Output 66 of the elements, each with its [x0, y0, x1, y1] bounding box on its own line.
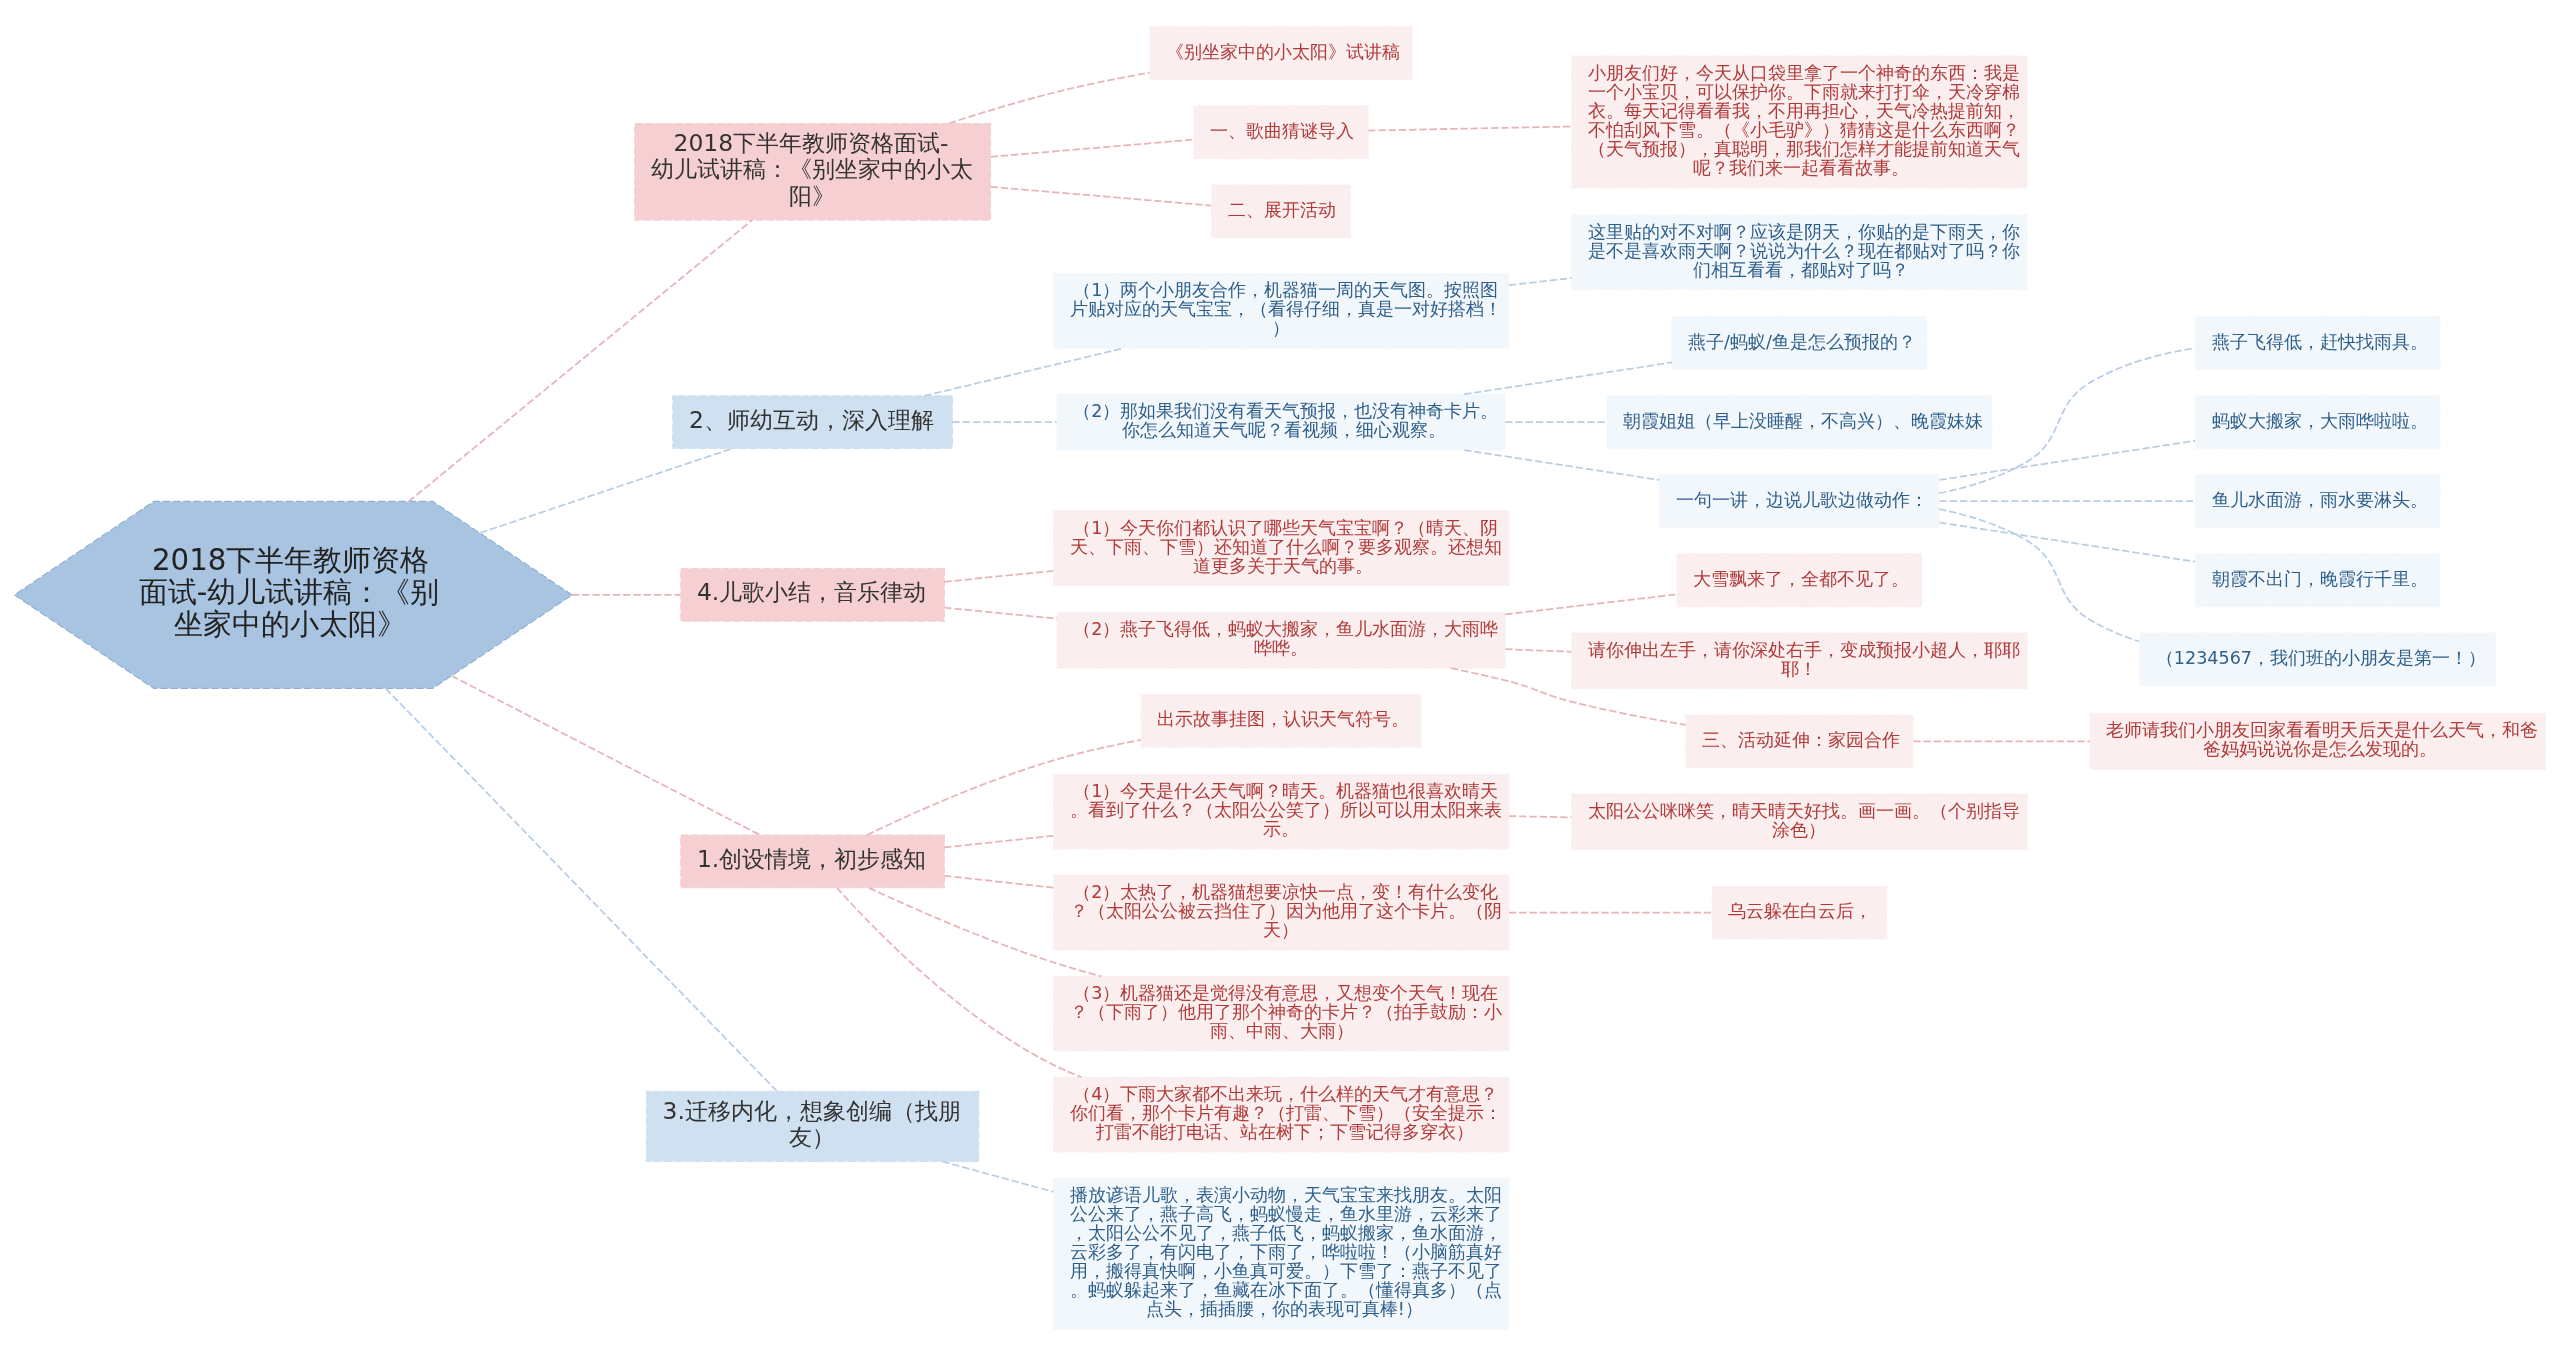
connector: [836, 886, 1083, 1078]
node-box: 这里贴的对不对啊？应该是阴天，你贴的是下雨天，你是不是喜欢雨天啊？说说为什么？现在都贴对了吗？你们相互看看，都贴对了吗？: [1571, 213, 2028, 290]
node-box: （4）下雨大家都不出来玩，什么样的天气才有意思？你们看，那个卡片有趣？（打雷、下雪）（安全提示：打雷不能打电话、站在树下；下雪记得多穿衣）: [1052, 1076, 1510, 1153]
connector: [866, 738, 1142, 836]
node-box: （3）机器猫还是觉得没有意思，又想变个天气！现在？（下雨了）他用了那个神奇的卡片？（拍手鼓励：小雨、中雨、大雨）: [1052, 975, 1510, 1052]
node-box: 《别坐家中的小太阳》试讲稿: [1149, 25, 1413, 80]
connector: [951, 420, 1058, 423]
connector: [1504, 647, 1573, 653]
node-box: 一句一讲，边说儿歌边做动作：: [1658, 473, 1940, 528]
node-box: 播放谚语儿歌，表演小动物，天气宝宝来找朋友。太阳公公来了，燕子高飞，蚂蚁慢走，鱼水里游，云彩来了，太阳公公不见了，燕子低飞，蚂蚁搬家，鱼水面游，云彩多了，有闪电了，下雨了，哗啦啦！（小脑筋真好用，搬得真快啊，小鱼真可爱。）下雪了：燕子不见了。蚂蚁躲起来了，鱼藏在冰下面了。（懂得真多）（点点头，插插腰，你的表现可真棒!）: [1052, 1177, 1510, 1330]
connector: [1463, 361, 1673, 395]
node-box: 请你伸出左手，请你深处右手，变成预报小超人，耶耶耶！: [1571, 631, 2028, 689]
node-box: 2、师幼互动，深入理解: [672, 394, 953, 449]
connector: [943, 834, 1054, 848]
node-box: 二、展开活动: [1210, 183, 1352, 238]
connector: [868, 886, 1102, 977]
connector: [1938, 346, 2196, 494]
node-box: 2018下半年教师资格面试-幼儿试讲稿：《别坐家中的小太阳》: [634, 122, 992, 221]
connector: [570, 593, 682, 596]
connector: [450, 674, 761, 836]
connector: [1508, 276, 1573, 286]
node-box: 三、活动延伸：家园合作: [1685, 713, 1914, 768]
node-box: 太阳公公咪咪笑，晴天晴天好找。画一画。（个别指导涂色）: [1571, 792, 2028, 850]
connector: [1938, 439, 2196, 481]
node-box: 燕子/蚂蚁/鱼是怎么预报的？: [1671, 315, 1928, 370]
node-box: 一、歌曲猜谜导入: [1193, 104, 1369, 159]
node-box: 老师请我们小朋友回家看看明天后天是什么天气，和爸爸妈妈说说你是怎么发现的。: [2089, 712, 2546, 770]
connector: [989, 138, 1195, 158]
connector: [1504, 420, 1608, 423]
connector: [1912, 739, 2091, 742]
node-box: 4.儿歌小结，音乐律动: [680, 567, 945, 622]
connector: [1508, 911, 1713, 913]
connector: [1938, 507, 2141, 642]
connector: [1367, 125, 1573, 131]
node-box: 朝霞不出门，晚霞行千里。: [2194, 552, 2441, 607]
node-box: （1）两个小朋友合作，机器猫一周的天气图。按照图片贴对应的天气宝宝，（看得仔细，真是一对好搭档！）: [1052, 272, 1510, 349]
connector: [1450, 666, 1687, 726]
connector: [948, 71, 1151, 124]
node-box: 3.迁移内化，想象创编（找朋友）: [645, 1090, 980, 1162]
node-box: 小朋友们好，今天从口袋里拿了一个神奇的东西：我是一个小宝贝，可以保护你。下雨就来打打伞，天冷穿棉衣。每天记得看看我，不用再担心，天气冷热提前知，不怕刮风下雪。（《小毛驴》）猜猜这是什么东西啊？（天气预报），真聪明，那我们怎样才能提前知道天气呢？我们来一起看看故事。: [1571, 55, 2028, 188]
connector: [384, 687, 778, 1092]
connector: [407, 218, 753, 502]
connector: [941, 1160, 1055, 1193]
node-box: 乌云躲在白云后，: [1711, 885, 1888, 940]
connector: [943, 569, 1054, 583]
node-box: （1234567，我们班的小朋友是第一！）: [2139, 631, 2497, 686]
connector: [1463, 448, 1661, 481]
node-box: （1）今天是什么天气啊？晴天。机器猫也很喜欢晴天。看到了什么？（太阳公公笑了）所以可以用太阳来表示。: [1052, 773, 1510, 849]
node-box: （2）太热了，机器猫想要凉快一点，变！有什么变化？（太阳公公被云挡住了）因为他用了这个卡片。（阴天）: [1052, 874, 1510, 951]
node-box: 大雪飘来了，全都不见了。: [1676, 552, 1923, 607]
connector: [1504, 593, 1678, 615]
connector: [1508, 814, 1573, 818]
node-box: 鱼儿水面游，雨水要淋头。: [2194, 473, 2441, 528]
node-box: 1.创设情境，初步感知: [680, 833, 945, 888]
connector: [1938, 521, 2196, 563]
node-box: （2）那如果我们没有看天气预报，也没有神奇卡片。你怎么知道天气呢？看视频，细心观察。: [1056, 393, 1506, 451]
node-box: 蚂蚁大搬家，大雨哗啦啦。: [2194, 394, 2441, 449]
node-box: 出示故事挂图，认识天气符号。: [1140, 693, 1422, 748]
connector: [989, 185, 1213, 206]
connector: [479, 447, 733, 534]
node-box: 朝霞姐姐（早上没睡醒，不高兴）、晚霞妹妹: [1606, 394, 1993, 449]
connector: [943, 874, 1054, 889]
connector: [1938, 499, 2196, 502]
node-box: （2）燕子飞得低，蚂蚁大搬家，鱼儿水面游，大雨哗哗哗。: [1056, 611, 1506, 669]
node-box: 燕子飞得低，赶快找雨具。: [2194, 315, 2441, 370]
node-box: （1）今天你们都认识了哪些天气宝宝啊？（晴天、阴天、下雨、下雪）还知道了什么啊？要多观察。还想知道更多关于天气的事。: [1052, 509, 1510, 586]
